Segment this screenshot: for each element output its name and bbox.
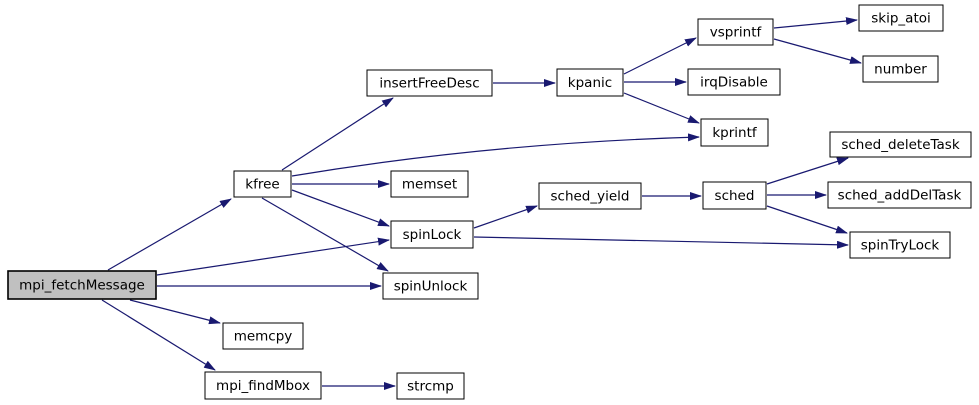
node-box-sched_addDelTask [827, 181, 972, 209]
node-label-spinLock: spinLock [403, 227, 462, 243]
edge-spinLock-to-spinTryLock [473, 236, 849, 249]
node-box-spinUnlock [382, 272, 479, 300]
node-label-kfree: kfree [245, 177, 279, 193]
node-box-sched_deleteTask [829, 131, 972, 158]
node-box-spinTryLock [849, 231, 951, 259]
node-sched_yield[interactable]: sched_yield [538, 182, 642, 210]
node-mpi_fetchMessage[interactable]: mpi_fetchMessage [7, 270, 157, 300]
node-label-memcpy: memcpy [234, 329, 293, 345]
node-box-irqDisable [687, 68, 781, 96]
node-label-vsprintf: vsprintf [710, 25, 763, 41]
node-number[interactable]: number [862, 55, 939, 83]
node-vsprintf[interactable]: vsprintf [697, 18, 774, 46]
node-box-kfree [233, 170, 292, 198]
node-box-kpanic [556, 68, 624, 97]
node-irqDisable[interactable]: irqDisable [687, 68, 781, 96]
node-label-number: number [874, 62, 927, 78]
node-label-mpi_findMbox: mpi_findMbox [216, 378, 310, 394]
edge-vsprintf-to-number [773, 38, 862, 64]
edge-mpi_fetchMessage-to-mpi_findMbox [101, 299, 216, 371]
node-label-skip_atoi: skip_atoi [871, 11, 931, 27]
edge-mpi_fetchMessage-to-memcpy [129, 299, 221, 325]
edge-kfree-to-kprintf [291, 133, 700, 177]
node-spinTryLock[interactable]: spinTryLock [849, 231, 951, 259]
edge-mpi_fetchMessage-to-spinLock [156, 237, 390, 276]
node-box-strcmp [396, 372, 465, 400]
edge-kfree-to-spinLock [291, 189, 390, 227]
node-label-sched_yield: sched_yield [550, 189, 629, 205]
node-label-spinTryLock: spinTryLock [861, 238, 940, 254]
node-box-vsprintf [697, 18, 774, 46]
node-label-kprintf: kprintf [712, 125, 758, 141]
node-label-insertFreeDesc: insertFreeDesc [379, 76, 479, 92]
node-label-sched: sched [715, 188, 755, 204]
node-box-sched_yield [538, 182, 642, 210]
edge-kpanic-to-kprintf [623, 92, 700, 124]
node-mpi_findMbox[interactable]: mpi_findMbox [204, 371, 322, 400]
edges-layer [101, 17, 862, 390]
node-box-sched [702, 181, 767, 210]
node-memset[interactable]: memset [390, 170, 469, 198]
node-label-kpanic: kpanic [568, 75, 612, 91]
node-label-spinUnlock: spinUnlock [394, 279, 468, 295]
node-box-mpi_fetchMessage [7, 270, 157, 300]
edge-spinLock-to-sched_yield [473, 205, 538, 229]
node-label-sched_addDelTask: sched_addDelTask [838, 188, 962, 204]
node-box-number [862, 55, 939, 83]
edge-kfree-to-spinUnlock [261, 197, 389, 272]
node-skip_atoi[interactable]: skip_atoi [858, 4, 944, 32]
node-sched_addDelTask[interactable]: sched_addDelTask [827, 181, 972, 209]
node-memcpy[interactable]: memcpy [222, 322, 304, 350]
node-kprintf[interactable]: kprintf [700, 118, 769, 147]
edge-sched-to-spinTryLock [766, 205, 848, 234]
edge-mpi_fetchMessage-to-kfree [107, 198, 232, 271]
node-box-spinLock [390, 220, 474, 249]
node-sched[interactable]: sched [702, 181, 767, 210]
node-kfree[interactable]: kfree [233, 170, 292, 198]
node-box-skip_atoi [858, 4, 944, 32]
node-insertFreeDesc[interactable]: insertFreeDesc [366, 69, 493, 97]
node-box-kprintf [700, 118, 769, 147]
node-label-irqDisable: irqDisable [700, 75, 768, 91]
node-spinLock[interactable]: spinLock [390, 220, 474, 249]
node-strcmp[interactable]: strcmp [396, 372, 465, 400]
edge-sched-to-sched_deleteTask [766, 157, 849, 185]
node-label-memset: memset [402, 177, 457, 193]
node-box-memset [390, 170, 469, 198]
node-spinUnlock[interactable]: spinUnlock [382, 272, 479, 300]
edge-kfree-to-insertFreeDesc [281, 97, 394, 171]
edge-kpanic-to-vsprintf [623, 37, 697, 75]
node-label-strcmp: strcmp [407, 379, 454, 395]
node-label-mpi_fetchMessage: mpi_fetchMessage [19, 278, 145, 294]
node-sched_deleteTask[interactable]: sched_deleteTask [829, 131, 972, 158]
node-box-mpi_findMbox [204, 371, 322, 400]
node-kpanic[interactable]: kpanic [556, 68, 624, 97]
nodes-layer: mpi_fetchMessage kfree insertFreeDesc kpani… [7, 4, 972, 400]
node-box-insertFreeDesc [366, 69, 493, 97]
edge-vsprintf-to-skip_atoi [773, 17, 858, 29]
node-label-sched_deleteTask: sched_deleteTask [841, 137, 959, 153]
node-box-memcpy [222, 322, 304, 350]
